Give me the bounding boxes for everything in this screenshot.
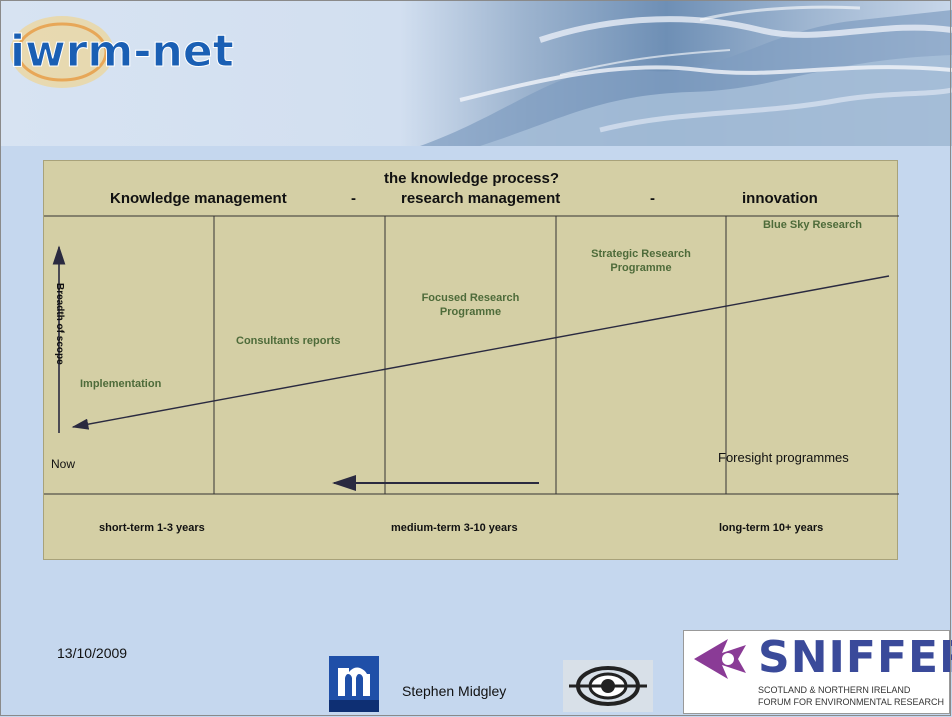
focused-research-label: Focused Research Programme bbox=[421, 292, 520, 318]
partner-emblem-logo bbox=[563, 660, 653, 712]
blue-sky-research-label: Blue Sky Research bbox=[762, 219, 863, 231]
knowledge-process-diagram: the knowledge process? Knowledge managem… bbox=[43, 160, 899, 560]
consultants-reports-label: Consultants reports bbox=[236, 335, 341, 347]
header-separator: - bbox=[650, 190, 655, 207]
header-knowledge-management: Knowledge management bbox=[110, 190, 287, 207]
header-innovation: innovation bbox=[742, 190, 818, 207]
foresight-programmes-label: Foresight programmes bbox=[718, 450, 849, 465]
short-term-label: short-term 1-3 years bbox=[99, 522, 205, 534]
scope-trend-arrow bbox=[71, 275, 890, 430]
implementation-label: Implementation bbox=[80, 378, 162, 390]
sniffer-arrow-icon bbox=[694, 639, 746, 679]
sniffer-logo: SNIFFER SCOTLAND & NORTHERN IRELAND FORU… bbox=[683, 630, 952, 714]
footer-date: 13/10/2009 bbox=[57, 645, 128, 661]
diagram-lines bbox=[44, 215, 899, 495]
header-banner: iwrm-net bbox=[0, 0, 952, 146]
presenter-name: Stephen Midgley bbox=[402, 683, 507, 699]
logo-text: iwrm-net bbox=[10, 26, 234, 77]
long-term-label: long-term 10+ years bbox=[719, 522, 824, 534]
strategic-research-label: Strategic Research Programme bbox=[591, 248, 691, 274]
header-research-management: research management bbox=[401, 190, 561, 207]
m-logo bbox=[329, 656, 379, 712]
sniffer-tagline-2: FORUM FOR ENVIRONMENTAL RESEARCH bbox=[758, 697, 945, 707]
sniffer-tagline-1: SCOTLAND & NORTHERN IRELAND bbox=[758, 685, 911, 695]
sniffer-name: SNIFFER bbox=[758, 632, 952, 683]
diagram-title: the knowledge process? bbox=[383, 170, 560, 187]
iwrm-net-logo: iwrm-net bbox=[10, 16, 234, 88]
header-separator: - bbox=[351, 190, 356, 207]
now-label: Now bbox=[51, 457, 76, 471]
water-image bbox=[420, 5, 952, 146]
breadth-of-scope-label: Breadth of scope bbox=[54, 283, 65, 365]
medium-term-label: medium-term 3-10 years bbox=[391, 522, 518, 534]
